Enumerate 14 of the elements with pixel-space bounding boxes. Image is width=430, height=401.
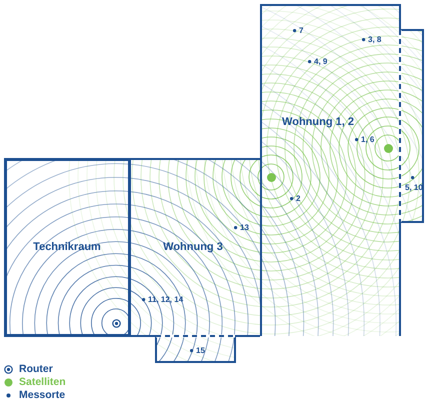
point-label: 7 — [299, 26, 304, 36]
point-label: 3, 8 — [368, 35, 382, 45]
room-outline — [130, 158, 260, 364]
legend-label: Messorte — [19, 389, 66, 401]
room-outline — [260, 4, 426, 336]
point-label: 13 — [240, 223, 249, 233]
point-label: 15 — [196, 346, 205, 356]
point-label: 1, 6 — [361, 135, 374, 145]
room-outline — [4, 158, 131, 337]
point-label: 4, 9 — [314, 57, 328, 67]
legend-label: Satelliten — [19, 376, 66, 388]
point-label: 2 — [296, 194, 300, 204]
legend-label: Router — [19, 363, 53, 375]
room-name: Wohnung 1, 2 — [282, 116, 354, 128]
